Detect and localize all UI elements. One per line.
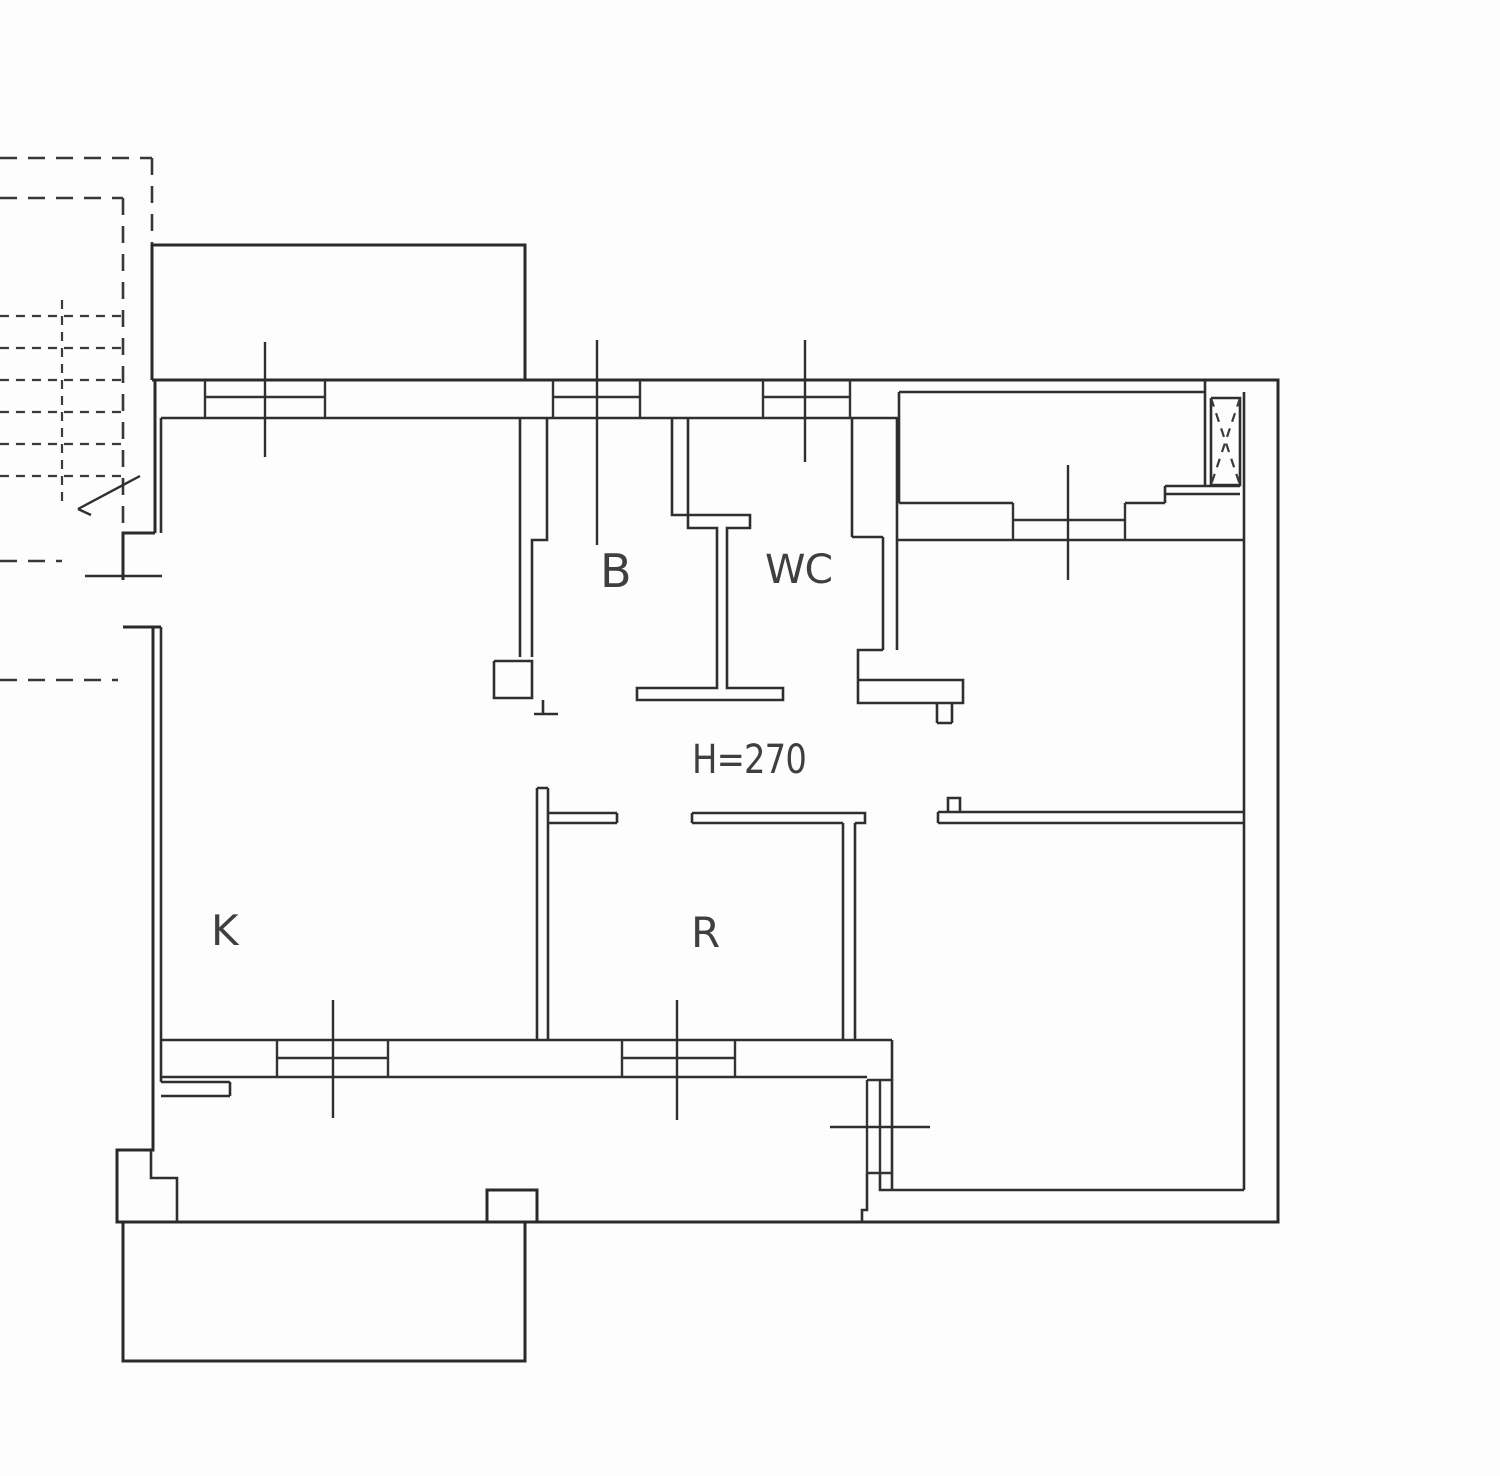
- exterior-walls: [115, 243, 1280, 1363]
- room-label-wc: WC: [765, 547, 832, 593]
- window-symbol: [203, 380, 1127, 1175]
- balcony-outline: [121, 1188, 539, 1363]
- room-label-room: R: [691, 908, 719, 957]
- shaft-cross-icon: [1209, 397, 1242, 486]
- elevator-shaft: [1203, 380, 1242, 487]
- room-r-walls: [535, 786, 867, 1040]
- right-rooms-partition: [936, 796, 1243, 825]
- top-bump-section: [150, 243, 527, 380]
- room-label-bathroom: B: [600, 544, 631, 598]
- bath-wc-divider-wall: [635, 418, 785, 702]
- window-symbols: [85, 340, 1127, 1175]
- bath-left-wall: [492, 418, 558, 716]
- outer-wall-outline: [115, 378, 1280, 1224]
- shaft-box: [1203, 380, 1242, 487]
- loggia-walls: [897, 390, 1244, 542]
- window-center-ticks: [85, 340, 1070, 1129]
- stair-treads: [0, 300, 123, 505]
- wc-right-wall: [850, 418, 965, 725]
- room-labels: B WC K R H=270: [211, 544, 833, 957]
- room-label-kitchen: K: [211, 906, 240, 955]
- left-wall-details: [149, 1080, 232, 1222]
- stair-direction-arrow: [77, 474, 141, 517]
- stairwell-boundary: [0, 156, 154, 682]
- inner-wall-lines: [159, 416, 899, 1082]
- ceiling-height-annotation: H=270: [692, 737, 806, 783]
- interior-walls: [161, 390, 1246, 1222]
- stairwell-dashed-outline: [0, 156, 154, 682]
- bottom-corridor-wall: [161, 1038, 1244, 1222]
